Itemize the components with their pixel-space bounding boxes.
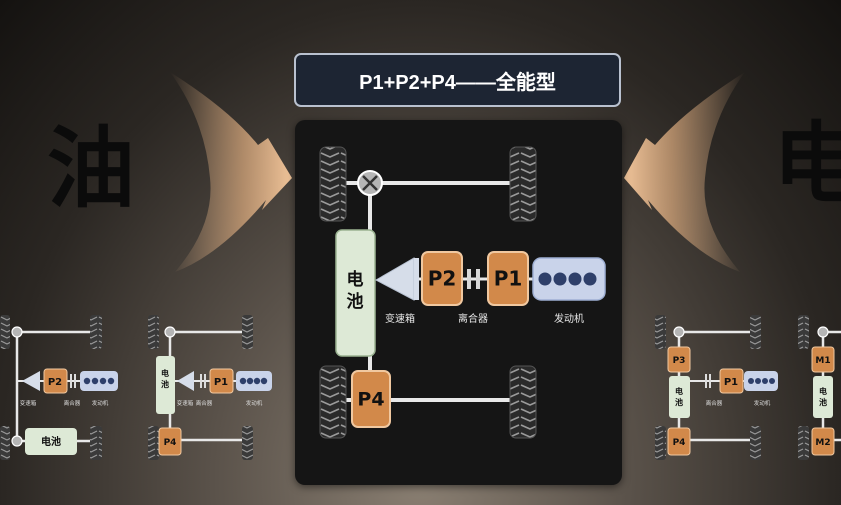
page-title: P1+P2+P4——全能型 bbox=[294, 53, 621, 107]
thumb-m1m2-m2-label: M2 bbox=[815, 438, 830, 448]
p1-motor bbox=[487, 251, 529, 306]
thumb-m1m2-layout: M1 电池 M2 bbox=[798, 315, 841, 460]
p2-motor bbox=[421, 251, 463, 306]
p4-label: P4 bbox=[357, 389, 384, 411]
thumb-p2-clutch-label: 离合器 bbox=[64, 399, 81, 407]
thumb-p1p4-p1-label: P1 bbox=[214, 377, 228, 388]
thumb-p1p3p4-p4-label: P4 bbox=[673, 438, 686, 448]
thumb-p2-gearbox-label: 变速箱 bbox=[20, 399, 37, 407]
side-label-electric: 电 bbox=[773, 112, 841, 215]
thumb-p1p4-clutch-label: 离合器 bbox=[196, 399, 213, 407]
clutch-icon bbox=[467, 269, 480, 289]
thumb-p1p3p4-battery-label: 电池 bbox=[675, 386, 683, 407]
p4-motor bbox=[351, 370, 391, 428]
thumb-p1p4-p4-label: P4 bbox=[164, 438, 177, 448]
battery-block bbox=[335, 229, 376, 357]
engine-label: 发动机 bbox=[554, 312, 584, 325]
thumb-p1p3p4-p1-label: P1 bbox=[724, 377, 738, 388]
thumb-p1p3p4-engine-label: 发动机 bbox=[754, 399, 771, 407]
thumb-p2-engine-label: 发动机 bbox=[92, 399, 109, 407]
thumb-p1p4-engine-label: 发动机 bbox=[246, 399, 263, 407]
thumb-p1p3p4-p3-label: P3 bbox=[673, 356, 686, 366]
thumb-m1m2-battery-label: 电池 bbox=[819, 386, 827, 407]
gearbox-icon bbox=[374, 257, 415, 301]
right-arrow bbox=[624, 72, 745, 272]
thumb-p1p3p4-layout: P3 电池 P1 离合器 发动机 P4 bbox=[655, 315, 778, 460]
side-label-oil: 油 bbox=[47, 117, 136, 220]
thumb-p2-battery-label: 电池 bbox=[41, 435, 61, 448]
thumb-p1p4-battery-label: 电池 bbox=[161, 368, 169, 389]
thumb-p1p3p4-clutch-label: 离合器 bbox=[706, 399, 723, 407]
thumb-p2-layout: P2 变速箱 离合器 发动机 电池 bbox=[0, 315, 118, 460]
thumb-p1p4-gearbox-label: 变速箱 bbox=[177, 399, 194, 407]
thumb-m1m2-m1-label: M1 bbox=[815, 356, 830, 366]
thumb-p1p4-layout: 电池 P1 变速箱 离合器 发动机 P4 bbox=[148, 315, 272, 460]
wheel-rear-right bbox=[509, 365, 537, 439]
wheel-front-left bbox=[319, 146, 347, 222]
p1-label: P1 bbox=[494, 267, 523, 291]
engine-icon bbox=[532, 257, 606, 301]
gearbox-label: 变速箱 bbox=[385, 312, 415, 325]
p2-label: P2 bbox=[428, 267, 457, 291]
clutch-label: 离合器 bbox=[458, 312, 488, 325]
battery-label: 电池 bbox=[347, 269, 364, 312]
thumb-p2-p2-label: P2 bbox=[48, 377, 62, 388]
wheel-rear-left bbox=[319, 365, 347, 439]
wheel-front-right bbox=[509, 146, 537, 222]
left-arrow bbox=[170, 72, 292, 272]
differential-icon bbox=[357, 170, 383, 196]
